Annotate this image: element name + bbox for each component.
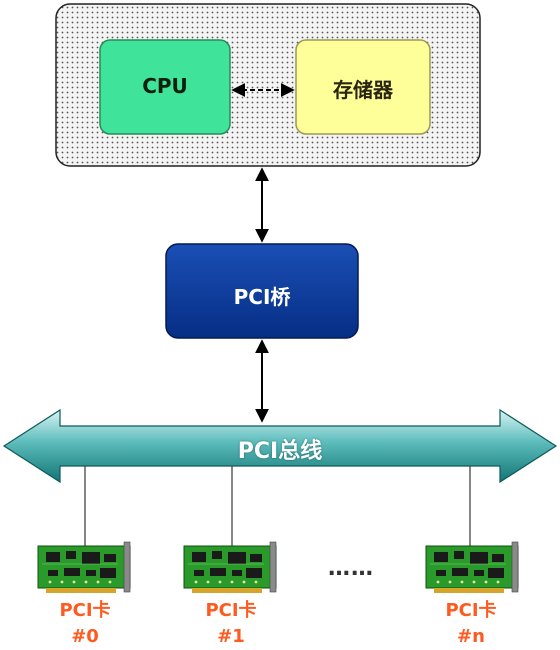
pci-bus-arrow (2, 408, 558, 484)
pci-card-n-icon (425, 541, 519, 593)
pci-card-0-name: PCI卡 (59, 600, 111, 621)
pci-bus-label: PCI总线 (237, 439, 323, 464)
pci-card-1-label: PCI卡 #1 (186, 598, 276, 650)
ellipsis: …… (328, 556, 374, 581)
pci-card-1-name: PCI卡 (205, 600, 257, 621)
pci-card-1-index: #1 (217, 626, 245, 647)
pci-bridge-label: PCI桥 (233, 285, 291, 309)
memory-label: 存储器 (333, 78, 393, 102)
pci-card-0-label: PCI卡 #0 (40, 598, 130, 650)
pci-card-0-icon (37, 541, 131, 593)
pci-card-1-icon (183, 541, 277, 593)
memory-box (295, 39, 431, 135)
pci-card-n-label: PCI卡 #n (426, 598, 516, 650)
pci-card-0-index: #0 (71, 626, 99, 647)
cpu-label: CPU (142, 74, 188, 98)
pci-bridge-box (165, 243, 359, 339)
pci-card-n-index: #n (457, 626, 485, 647)
cpu-box (99, 39, 231, 135)
pci-card-n-name: PCI卡 (445, 600, 497, 621)
